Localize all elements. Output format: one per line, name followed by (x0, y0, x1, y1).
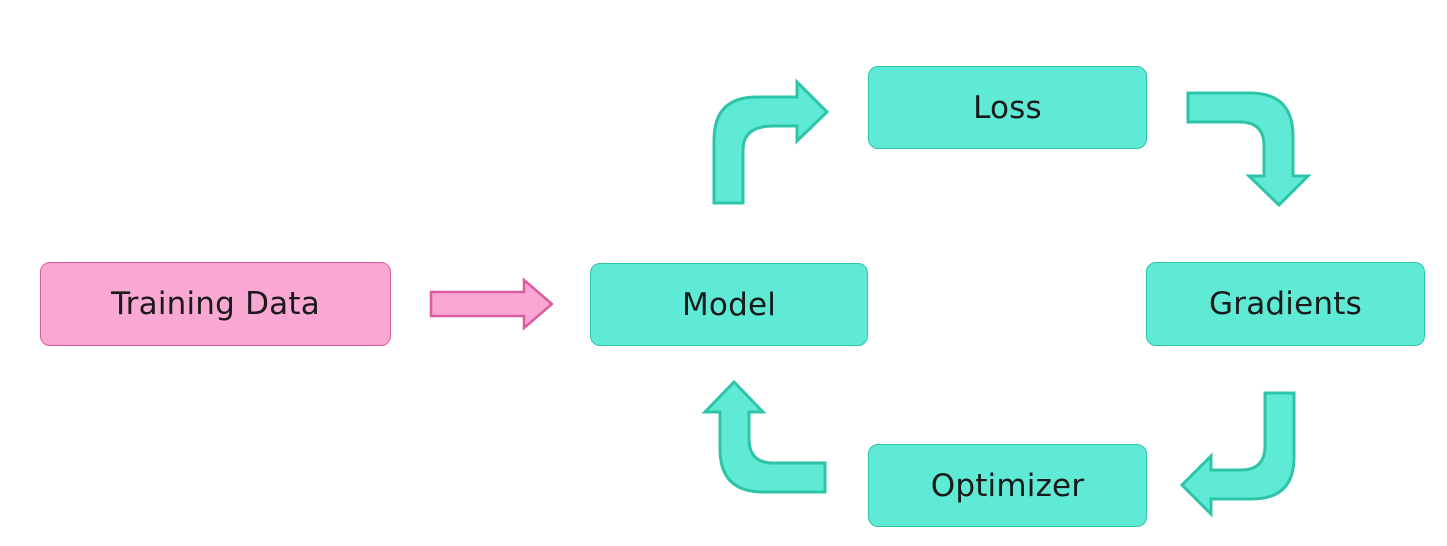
optimizer-node: Optimizer (868, 444, 1147, 527)
gradients-node: Gradients (1146, 262, 1425, 346)
arrow-gradients-to-optimizer (1179, 391, 1296, 518)
arrow-training-to-model (429, 277, 554, 331)
model-node: Model (590, 263, 868, 346)
gradients-label: Gradients (1209, 286, 1362, 322)
arrow-loss-to-gradients (1186, 91, 1312, 208)
loss-label: Loss (973, 89, 1042, 126)
training-data-label: Training Data (111, 286, 320, 322)
loss-node: Loss (868, 66, 1147, 149)
model-label: Model (681, 286, 777, 323)
arrow-model-to-loss (712, 78, 830, 205)
training-data-node: Training Data (40, 262, 391, 346)
arrow-optimizer-to-model (701, 379, 827, 494)
optimizer-label: Optimizer (930, 467, 1085, 504)
